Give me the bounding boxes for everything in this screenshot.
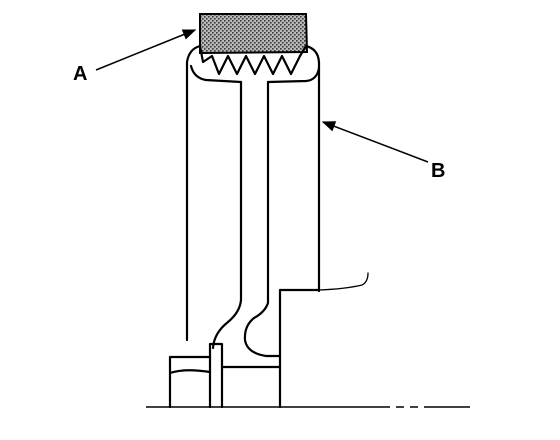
pulley-outer-outline [185, 44, 321, 342]
pulley-inner-rim [189, 64, 321, 84]
leader-arrow-a [95, 29, 197, 71]
housing-contour [318, 272, 369, 291]
drive-belt [199, 13, 309, 55]
callout-label-a: A [73, 63, 87, 85]
bolt-head [168, 342, 224, 409]
pulley-groove-profile [198, 44, 308, 76]
callout-label-b: B [431, 160, 445, 182]
hub-block [220, 288, 321, 409]
leader-arrow-b [321, 121, 429, 163]
pulley-web [211, 80, 282, 358]
